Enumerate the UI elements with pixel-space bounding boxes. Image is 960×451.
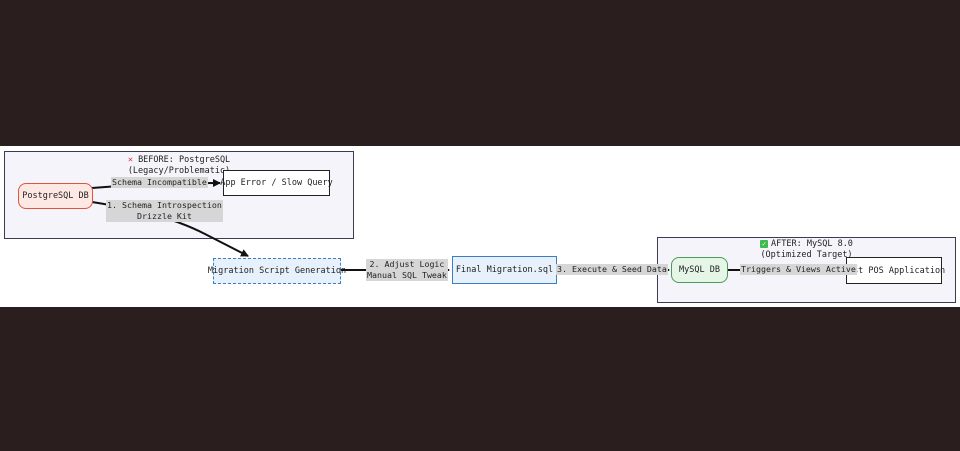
check-mark-icon: ✓	[760, 239, 769, 248]
cross-mark-icon: ✕	[127, 155, 133, 165]
mysql-db-node[interactable]: MySQL DB	[671, 257, 728, 283]
edge-label-adjust-line2: Manual SQL Tweak	[367, 270, 447, 280]
edge-label-introspection-line1: 1. Schema Introspection	[107, 200, 222, 210]
fast-pos-app-node[interactable]: Fast POS Application	[843, 257, 945, 284]
after-cluster-title: ✓AFTER: MySQL 8.0 (Optimized Target)	[658, 239, 955, 261]
final-migration-node[interactable]: Final Migration.sql	[452, 256, 557, 284]
edge-label-introspection-line2: Drizzle Kit	[136, 211, 192, 221]
edge-label-adjust-line1: 2. Adjust Logic	[369, 259, 445, 269]
edge-label-execute: 3. Execute & Seed Data	[556, 264, 668, 275]
after-title-line1: AFTER: MySQL 8.0	[771, 239, 853, 249]
before-title-line1: BEFORE: PostgreSQL	[138, 155, 231, 165]
diagram-canvas: ✕ BEFORE: PostgreSQL (Legacy/Problematic…	[0, 146, 960, 307]
edge-label-incompatible: Schema Incompatible	[111, 177, 208, 188]
edge-label-triggers: Triggers & Views Active	[740, 264, 857, 275]
edge-label-introspection: 1. Schema Introspection Drizzle Kit	[106, 200, 223, 222]
before-cluster-title: ✕ BEFORE: PostgreSQL (Legacy/Problematic…	[5, 155, 353, 177]
postgres-db-node[interactable]: PostgreSQL DB	[18, 183, 93, 209]
app-error-node[interactable]: App Error / Slow Query	[220, 170, 333, 196]
migration-script-node[interactable]: Migration Script Generation	[208, 258, 346, 284]
after-title-line2: (Optimized Target)	[760, 250, 853, 260]
before-title-line2: (Legacy/Problematic)	[127, 166, 231, 176]
edge-label-adjust: 2. Adjust Logic Manual SQL Tweak	[366, 259, 448, 281]
